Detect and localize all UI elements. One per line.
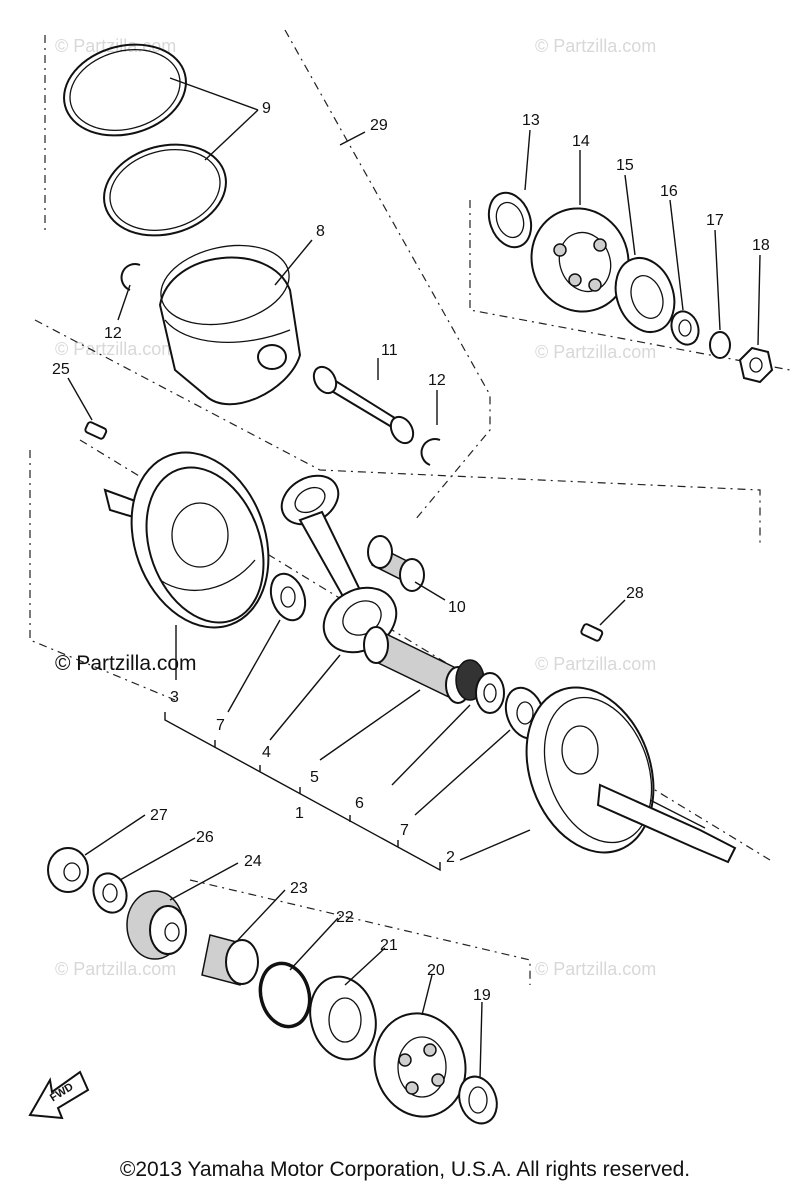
- woodruff-key-left: [84, 421, 108, 440]
- callout-10: 10: [448, 599, 466, 616]
- thrust-washer-left-hole: [280, 586, 296, 608]
- thrust-washer-right-hole: [516, 701, 534, 725]
- nut-18-hole: [749, 357, 763, 373]
- callout-5: 5: [310, 769, 319, 786]
- watermark-bottom-left: © Partzilla.com: [55, 959, 176, 979]
- piston-group-boundary-right: [284, 29, 491, 521]
- woodruff-key-right: [580, 623, 604, 642]
- callout-19: 19: [473, 987, 491, 1004]
- callout-11: 11: [381, 342, 398, 359]
- washer-26-hole: [102, 883, 118, 903]
- washer-16: [670, 310, 700, 346]
- callout-25: 25: [52, 361, 70, 378]
- big-end-needle-bearing: [455, 659, 505, 714]
- callout-22: 22: [336, 909, 354, 926]
- right-crank-wheel: [525, 686, 737, 864]
- callout-29: 29: [370, 117, 388, 134]
- piston-rings: [63, 43, 227, 237]
- watermark-mid-right: © Partzilla.com: [535, 342, 656, 362]
- oil-seal-21: [309, 975, 377, 1061]
- fwd-arrow-icon: [28, 1070, 90, 1120]
- main-bearing-20: [373, 1012, 467, 1118]
- callout-20: 20: [427, 962, 445, 979]
- o-ring-22: [258, 961, 312, 1029]
- callout-14: 14: [572, 133, 590, 150]
- callout-23: 23: [290, 880, 308, 897]
- callout-13: 13: [522, 112, 540, 129]
- main-bearing-14: [530, 207, 630, 313]
- callout-24: 24: [244, 853, 262, 870]
- callout-21: 21: [380, 937, 398, 954]
- partzilla-watermark: © Partzilla.com: [55, 652, 197, 675]
- callout-18: 18: [752, 237, 770, 254]
- callout-7-left: 7: [216, 717, 225, 734]
- assembly-bracket: [164, 712, 441, 872]
- copyright-notice: ©2013 Yamaha Motor Corporation, U.S.A. A…: [119, 1158, 691, 1181]
- callout-12-left: 12: [104, 325, 122, 342]
- callout-17: 17: [706, 212, 724, 229]
- spacer-23: [201, 934, 259, 986]
- callout-15: 15: [616, 157, 634, 174]
- watermark-top-right: © Partzilla.com: [535, 36, 656, 56]
- crank-pin: [363, 626, 471, 704]
- faint-watermarks: © Partzilla.com © Partzilla.com © Partzi…: [55, 36, 656, 979]
- leader-lines: [67, 77, 761, 1079]
- watermark-bottom-right: © Partzilla.com: [535, 959, 656, 979]
- oil-seal-15: [614, 257, 676, 333]
- watermark-right-lower: © Partzilla.com: [535, 654, 656, 674]
- forward-direction-indicator: FWD: [28, 1070, 90, 1120]
- callout-16: 16: [660, 183, 678, 200]
- callout-26: 26: [196, 829, 214, 846]
- nut-18: [738, 346, 774, 384]
- crank-group-boundary-left: [29, 450, 176, 701]
- callout-8: 8: [316, 223, 325, 240]
- callout-2: 2: [446, 849, 455, 866]
- callout-1: 1: [295, 805, 304, 822]
- left-crank-wheel: [103, 451, 270, 629]
- callout-27: 27: [150, 807, 168, 824]
- bearing-group-boundary: [469, 200, 791, 371]
- crank-group-boundary: [34, 319, 761, 545]
- callout-28: 28: [626, 585, 644, 602]
- shim-19-hole: [468, 1086, 488, 1114]
- thrust-washer-left: [269, 572, 307, 622]
- callout-4: 4: [262, 744, 271, 761]
- piston-pin-clips: [120, 263, 441, 466]
- callout-labels: 9 29 8 12 11 12 25 13 14 15 16 17 18 10 …: [52, 100, 770, 1004]
- callout-7-right: 7: [400, 822, 409, 839]
- callout-6: 6: [355, 795, 364, 812]
- washer-16-hole: [678, 319, 692, 337]
- shim-13: [487, 191, 533, 249]
- piston-pin: [312, 365, 415, 445]
- nut-27: [47, 847, 89, 893]
- callout-12-right: 12: [428, 372, 446, 389]
- shim-19: [458, 1075, 498, 1125]
- piston: [158, 244, 302, 406]
- shim-13-hole: [495, 201, 525, 239]
- washer-26: [92, 872, 128, 914]
- watermark-mid-left: © Partzilla.com: [55, 339, 176, 359]
- lower-group-boundary: [189, 879, 531, 985]
- callout-3: 3: [170, 689, 179, 706]
- primary-drive-gear-24: [126, 890, 187, 960]
- lock-washer-17: [709, 331, 731, 359]
- callout-9: 9: [262, 100, 271, 117]
